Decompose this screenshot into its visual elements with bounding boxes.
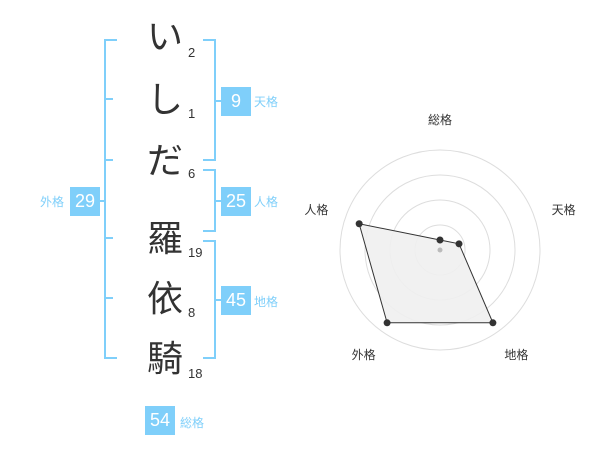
radar-area [358, 223, 494, 324]
tenkaku-label: 天格 [254, 95, 279, 109]
name-char-2: し [146, 80, 183, 121]
radar-center [437, 247, 443, 253]
radar-axis-label-3: 地格 [504, 347, 528, 362]
name-char-1: い [146, 17, 183, 58]
radar-ring [339, 149, 541, 351]
stroke-count-3: 6 [188, 166, 196, 181]
jinkaku-label: 人格 [254, 195, 279, 209]
stroke-count-5: 8 [188, 305, 196, 320]
stroke-count-2: 1 [188, 106, 196, 121]
radar-grid [339, 149, 541, 351]
gaikaku-bracket [104, 39, 117, 359]
radar-ring [364, 174, 516, 326]
stroke-count-4: 19 [188, 245, 203, 260]
gaikaku-label: 外格 [40, 195, 65, 209]
name-char-4: 羅 [146, 219, 183, 260]
tenkaku-value: 9 [221, 87, 251, 116]
radar-point-2 [455, 240, 463, 248]
jinkaku-value: 25 [221, 187, 251, 216]
chikaku-label: 地格 [254, 295, 279, 309]
radar-point-5 [355, 220, 363, 228]
gaikaku-value: 29 [70, 187, 100, 216]
radar-axis-label-1: 総格 [428, 112, 452, 127]
name-char-5: 依 [146, 279, 183, 320]
radar-point-4 [383, 319, 391, 327]
soukaku-value: 54 [145, 406, 175, 435]
stroke-count-6: 18 [188, 366, 203, 381]
soukaku-label: 総格 [180, 416, 205, 430]
radar-point-1 [436, 236, 444, 244]
radar-axis-label-5: 人格 [304, 202, 328, 217]
stroke-count-1: 2 [188, 45, 196, 60]
radar-axis-label-2: 天格 [552, 202, 576, 217]
radar-point-3 [489, 319, 497, 327]
name-char-3: だ [146, 141, 183, 182]
chikaku-value: 45 [221, 286, 251, 315]
radar-axis-label-4: 外格 [352, 347, 376, 362]
name-char-6: 騎 [146, 339, 183, 380]
radar-points [355, 220, 497, 327]
